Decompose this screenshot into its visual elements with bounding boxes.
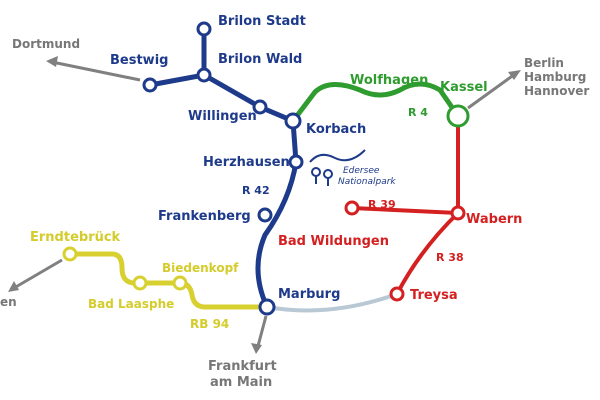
- dest-berlin: Berlin: [524, 56, 564, 70]
- label-brilon-wald: Brilon Wald: [218, 52, 302, 67]
- label-wabern: Wabern: [466, 212, 522, 227]
- station-willingen[interactable]: [252, 99, 268, 115]
- label-brilon-stadt: Brilon Stadt: [218, 14, 306, 29]
- dest-hamburg: Hamburg: [524, 70, 586, 84]
- station-marburg[interactable]: [258, 298, 276, 316]
- station-brilon-wald[interactable]: [196, 67, 212, 83]
- label-bestwig: Bestwig: [110, 53, 168, 68]
- station-kassel[interactable]: [446, 104, 470, 128]
- line-marburg-treysa: [266, 292, 398, 313]
- arrow-dortmund: [51, 60, 141, 82]
- dest-siegen: en: [0, 295, 17, 309]
- line-rb94: [70, 251, 267, 310]
- station-korbach[interactable]: [284, 112, 302, 130]
- label-erndtebrueck: Erndtebrück: [30, 230, 121, 245]
- station-herzhausen[interactable]: [288, 154, 304, 170]
- label-korbach: Korbach: [306, 122, 366, 137]
- label-r39: R 39: [368, 198, 396, 211]
- nationalpark-icon: [309, 149, 366, 186]
- station-nodes: [62, 21, 470, 316]
- station-frankenberg[interactable]: [257, 207, 273, 223]
- station-erndtebrueck[interactable]: [62, 246, 78, 262]
- label-biedenkopf: Biedenkopf: [162, 261, 239, 275]
- park-label-2: Nationalpark: [338, 177, 396, 187]
- line-r4: [291, 81, 461, 123]
- label-treysa: Treysa: [410, 288, 458, 303]
- dest-dortmund: Dortmund: [12, 37, 80, 51]
- label-kassel: Kassel: [440, 80, 488, 95]
- park-label-1: Edersee: [343, 166, 380, 176]
- label-herzhausen: Herzhausen: [203, 155, 290, 170]
- label-r38: R 38: [436, 251, 464, 264]
- label-willingen: Willingen: [188, 109, 257, 124]
- label-wolfhagen: Wolfhagen: [350, 73, 428, 88]
- arrowheads: [8, 56, 521, 354]
- station-bestwig[interactable]: [142, 77, 158, 93]
- arrow-frankfurt: [256, 315, 268, 347]
- arrow-berlin: [467, 72, 516, 110]
- external-connections: [13, 60, 516, 347]
- dest-frankfurt: Frankfurt: [208, 359, 277, 374]
- dest-frankfurt-2: am Main: [210, 375, 272, 390]
- label-bad-laasphe: Bad Laasphe: [88, 297, 174, 311]
- dest-hannover: Hannover: [524, 84, 589, 98]
- label-frankenberg: Frankenberg: [158, 209, 251, 224]
- label-r4: R 4: [408, 106, 428, 119]
- arrow-siegen: [13, 258, 63, 290]
- station-biedenkopf[interactable]: [172, 275, 188, 291]
- label-bad-wildungen: Bad Wildungen: [278, 234, 389, 249]
- label-r42: R 42: [242, 184, 270, 197]
- station-wabern[interactable]: [450, 205, 466, 221]
- station-bad-laasphe[interactable]: [132, 275, 148, 291]
- station-bad-wildungen[interactable]: [344, 200, 360, 216]
- station-brilon-stadt[interactable]: [196, 21, 212, 37]
- station-treysa[interactable]: [389, 286, 405, 302]
- label-rb94: RB 94: [190, 317, 229, 331]
- label-marburg: Marburg: [278, 287, 340, 302]
